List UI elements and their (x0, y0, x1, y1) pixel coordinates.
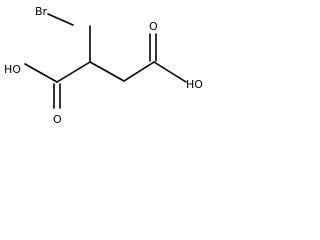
atom-labels: Br HO HO O O (4, 5, 203, 126)
bond-ch2-right-carboxyl (123, 61, 155, 82)
chemical-structure: Br HO HO O O (4, 5, 203, 126)
left-carbonyl-oxygen-label: O (53, 113, 62, 126)
bond-ch-carboxyl-left (56, 61, 91, 83)
left-hydroxyl-label: HO (4, 63, 21, 76)
bond-br-ch2 (47, 13, 74, 26)
right-hydroxyl-label: HO (186, 78, 203, 91)
bonds (24, 13, 187, 109)
bond-carboxyl-left-oh (24, 63, 58, 83)
bond-carboxyl-right-oh (153, 61, 187, 83)
bromine-label: Br (35, 5, 48, 18)
bond-ch-ch2-right (89, 61, 125, 82)
right-carbonyl-oxygen-label: O (149, 20, 158, 33)
